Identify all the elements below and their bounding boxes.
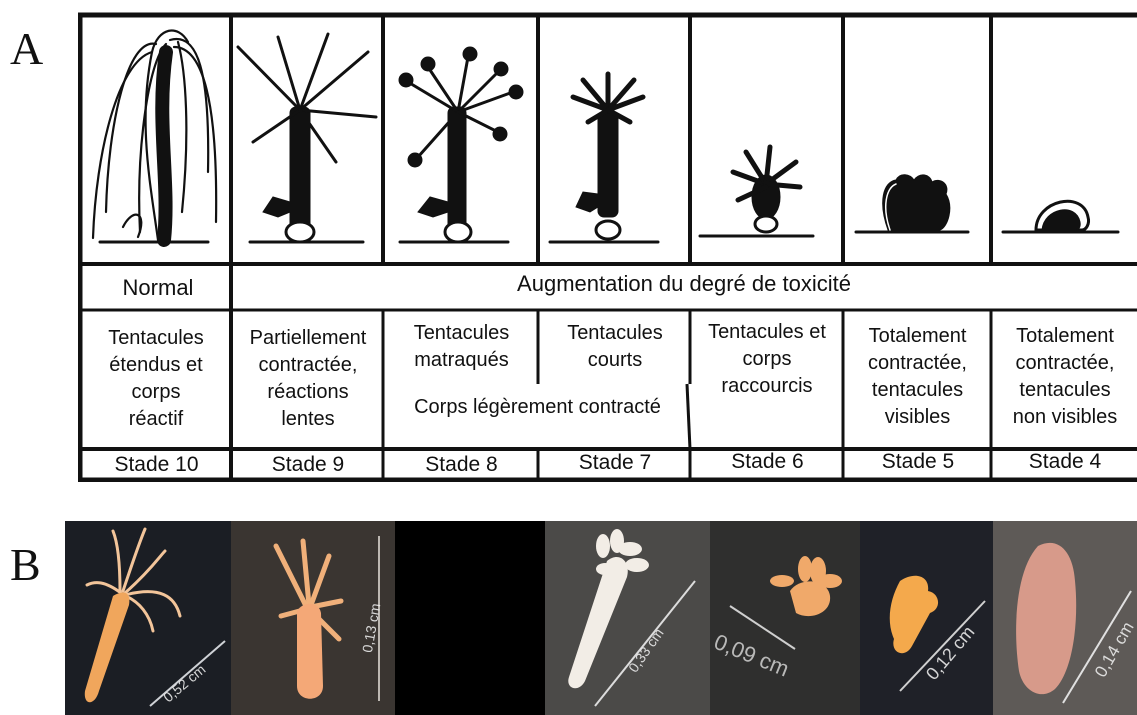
stage-4-label: Stade 4 — [993, 450, 1137, 474]
photo-stage-7: 0,33 cm — [545, 521, 710, 715]
panel-b-label: B — [10, 538, 41, 591]
photo-stage-8 — [395, 521, 545, 715]
normal-label: Normal — [98, 274, 218, 301]
photo-stage-4: 0,14 cm — [993, 521, 1137, 715]
photo-stage-9: 0,13 cm — [231, 521, 395, 715]
stage-5-drawing — [883, 175, 950, 230]
toxicity-label: Augmentation du degré de toxicité — [231, 270, 1137, 297]
photo-stage-5: 0,12 cm — [860, 521, 993, 715]
stage-7-label: Stade 7 — [540, 451, 690, 475]
stage-7-drawing — [573, 74, 643, 239]
stage-8-drawing — [399, 47, 523, 242]
stage-8-label: Stade 8 — [385, 453, 538, 477]
toxicity-stage-table: Normal Augmentation du degré de toxicité… — [78, 12, 1137, 482]
photo-stage-6: 0,09 cm — [710, 521, 860, 715]
stage-6-drawing — [733, 147, 800, 232]
stage-5-label: Stade 5 — [845, 450, 991, 474]
stage-9-label: Stade 9 — [233, 453, 383, 477]
stage-4-drawing — [1036, 201, 1089, 230]
stage-10-drawing — [93, 31, 216, 240]
stage-9-drawing — [238, 34, 376, 242]
shared-description: Corps légèrement contracté — [385, 394, 690, 421]
stage-6-label: Stade 6 — [692, 450, 843, 474]
stage-10-label: Stade 10 — [82, 453, 231, 477]
photo-stage-10: 0,52 cm — [65, 521, 231, 715]
panel-a-label: A — [10, 22, 43, 75]
hydra-photo-strip: 0,52 cm 0,13 cm 0,33 cm — [65, 521, 1137, 715]
